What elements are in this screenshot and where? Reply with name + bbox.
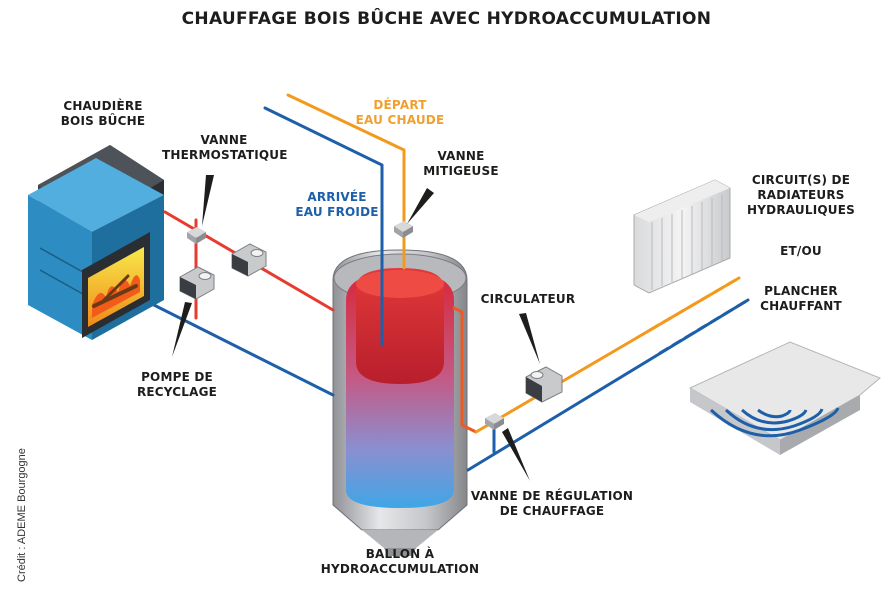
- callout-pointers: [172, 175, 540, 481]
- regulation-valve-icon: [485, 413, 504, 430]
- page-title: CHAUFFAGE BOIS BÛCHE AVEC HYDROACCUMULAT…: [181, 9, 712, 29]
- label-circulateur: CIRCULATEUR: [480, 292, 576, 306]
- floor-heating-slab: [688, 341, 881, 455]
- mixing-valve-icon: [394, 221, 413, 238]
- boiler: [28, 145, 164, 340]
- storage-tank: [332, 249, 468, 556]
- circulator-pump-icon: [525, 366, 563, 403]
- thermostatic-valve-icon: [187, 227, 206, 244]
- recycling-pump-icon: [179, 266, 215, 300]
- photo-credit: Crédit : ADEME Bourgogne: [16, 448, 28, 582]
- label-et-ou: ET/OU: [780, 244, 822, 258]
- circulator-pump-boiler-icon: [231, 243, 267, 277]
- radiator: [633, 179, 731, 294]
